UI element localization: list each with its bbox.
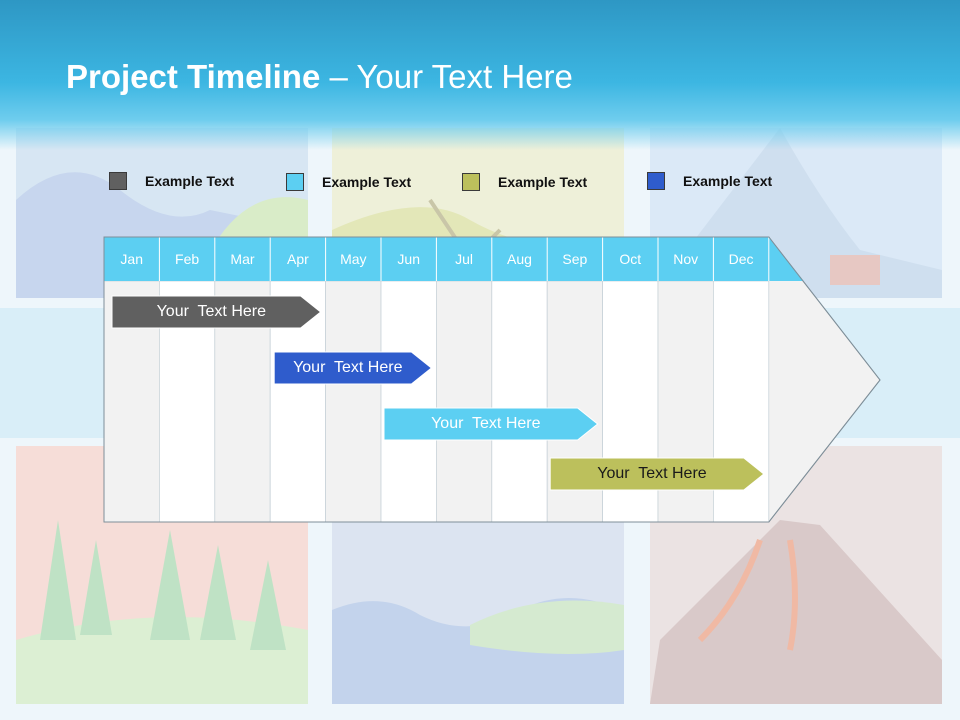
task-bar-1 xyxy=(111,295,322,329)
month-header-strip xyxy=(104,237,804,281)
slide-title: Project Timeline – Your Text Here xyxy=(66,58,573,96)
task-bar-2 xyxy=(273,351,433,385)
month-label-nov: Nov xyxy=(673,251,699,267)
month-label-mar: Mar xyxy=(230,251,255,267)
timeline-arrow-outline xyxy=(103,236,881,523)
task-bar-4 xyxy=(549,457,765,491)
legend-label-light-blue: Example Text xyxy=(322,174,412,190)
legend-swatch-gray xyxy=(109,172,127,190)
month-label-apr: Apr xyxy=(286,251,309,267)
month-column-aug xyxy=(491,280,548,523)
task-bar-3 xyxy=(383,407,599,441)
month-label-jun: Jun xyxy=(397,251,420,267)
legend-swatch-light-blue xyxy=(286,173,304,191)
task-label-4: Your Text Here xyxy=(597,465,707,482)
legend-item-blue: Example Text xyxy=(647,171,772,191)
month-label-aug: Aug xyxy=(507,251,532,267)
task-label-1: Your Text Here xyxy=(156,303,266,320)
legend-label-olive: Example Text xyxy=(498,174,588,190)
title-bold: Project Timeline xyxy=(66,58,321,95)
legend-item-olive: Example Text xyxy=(462,172,587,192)
legend-label-gray: Example Text xyxy=(145,173,235,189)
legend-swatch-blue xyxy=(647,172,665,190)
month-label-jan: Jan xyxy=(120,251,143,267)
month-label-sep: Sep xyxy=(562,251,588,267)
month-column-jul xyxy=(435,280,493,523)
month-column-jun xyxy=(380,280,437,523)
month-label-may: May xyxy=(340,251,367,267)
month-column-may xyxy=(325,280,382,523)
month-label-feb: Feb xyxy=(175,251,200,267)
legend-label-blue: Example Text xyxy=(683,173,773,189)
header-band xyxy=(0,0,960,150)
legend-item-light-blue: Example Text xyxy=(286,172,411,192)
title-rest: – Your Text Here xyxy=(320,58,573,95)
month-label-jul: Jul xyxy=(455,251,474,267)
month-label-oct: Oct xyxy=(619,251,642,267)
legend-swatch-olive xyxy=(462,173,480,191)
task-label-2: Your Text Here xyxy=(293,359,403,376)
task-label-3: Your Text Here xyxy=(431,415,541,432)
month-label-dec: Dec xyxy=(728,251,754,267)
legend-item-gray: Example Text xyxy=(109,171,234,191)
